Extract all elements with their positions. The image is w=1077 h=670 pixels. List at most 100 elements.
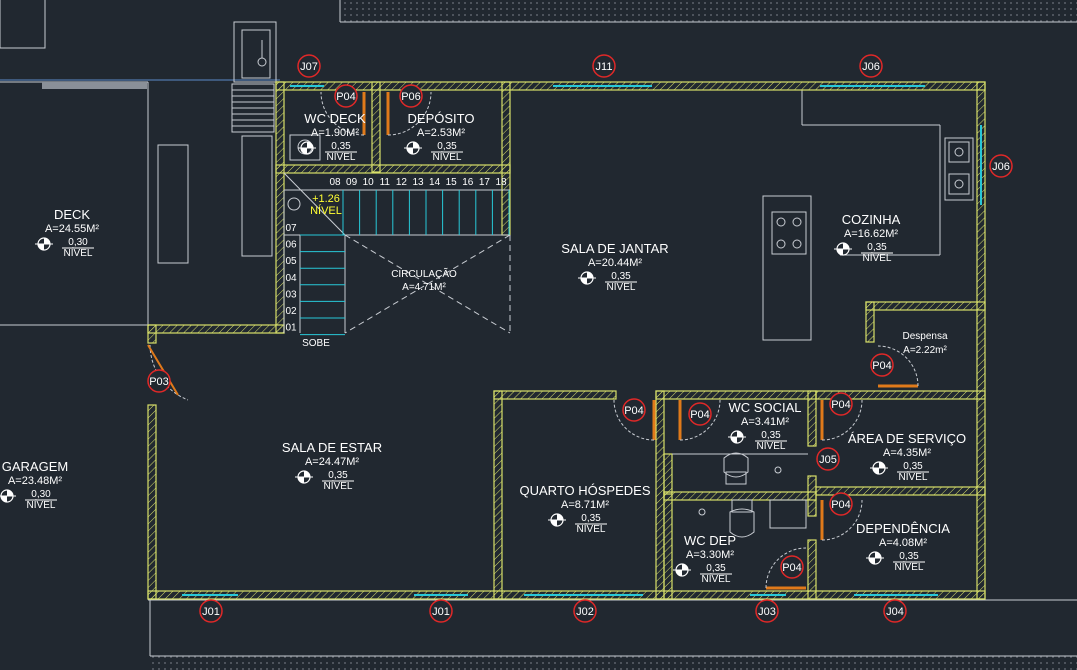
room-area: A=3.30M² bbox=[686, 549, 734, 561]
room-name: QUARTO HÓSPEDES bbox=[520, 483, 651, 498]
terrain-top bbox=[339, 0, 1077, 23]
step-number: 02 bbox=[285, 306, 297, 317]
room-level-label: NÍVEL bbox=[757, 439, 786, 452]
tag-p04: P04 bbox=[780, 555, 804, 579]
svg-text:J07: J07 bbox=[300, 61, 318, 73]
tag-j01: J01 bbox=[429, 599, 453, 623]
svg-text:P04: P04 bbox=[624, 405, 644, 417]
tag-p04: P04 bbox=[829, 392, 853, 416]
tag-j01: J01 bbox=[199, 599, 223, 623]
svg-text:P06: P06 bbox=[401, 91, 421, 103]
svg-text:P04: P04 bbox=[336, 91, 356, 103]
room-level-label: NÍVEL bbox=[27, 498, 56, 511]
room-area: A=2.53M² bbox=[417, 127, 465, 139]
room-area: A=24.55M² bbox=[45, 223, 99, 235]
tag-p04: P04 bbox=[334, 84, 358, 108]
tag-j06: J06 bbox=[989, 154, 1013, 178]
svg-text:J01: J01 bbox=[432, 606, 450, 618]
tag-p04: P04 bbox=[870, 353, 894, 377]
windows bbox=[182, 85, 982, 596]
room-level: 0,35 bbox=[611, 271, 631, 282]
stair-level-value: +1.26 bbox=[312, 193, 340, 205]
room-level: 0,35 bbox=[867, 242, 887, 253]
step-number: 14 bbox=[429, 177, 441, 188]
room-area: A=24.47M² bbox=[305, 456, 359, 468]
room-name: WC SOCIAL bbox=[729, 400, 802, 415]
tag-j05: J05 bbox=[816, 447, 840, 471]
room-name: DECK bbox=[54, 207, 90, 222]
tag-j02: J02 bbox=[573, 599, 597, 623]
room-area: A=8.71M² bbox=[561, 499, 609, 511]
fixtures bbox=[289, 134, 974, 538]
step-number: 11 bbox=[380, 177, 391, 188]
room-level: 0,30 bbox=[31, 489, 51, 500]
terrain-bottom bbox=[150, 655, 1077, 670]
tag-p04: P04 bbox=[829, 492, 853, 516]
room-level: 0,35 bbox=[761, 430, 781, 441]
step-number: 10 bbox=[363, 177, 375, 188]
room-level: 0,35 bbox=[328, 470, 348, 481]
room-level: 0,30 bbox=[68, 237, 88, 248]
svg-text:J02: J02 bbox=[576, 606, 594, 618]
tag-j06: J06 bbox=[859, 54, 883, 78]
room-level: 0,35 bbox=[437, 141, 457, 152]
svg-text:J06: J06 bbox=[862, 61, 880, 73]
step-number: 04 bbox=[285, 273, 297, 284]
room-name: WC DECK bbox=[304, 111, 366, 126]
room-level: 0,35 bbox=[331, 141, 351, 152]
tag-j04: J04 bbox=[883, 599, 907, 623]
svg-text:J04: J04 bbox=[886, 606, 904, 618]
room-level-label: NÍVEL bbox=[863, 251, 892, 264]
tag-p04: P04 bbox=[688, 402, 712, 426]
room-level-label: NÍVEL bbox=[64, 246, 93, 259]
site-lines bbox=[0, 0, 1077, 656]
step-number: 09 bbox=[346, 177, 358, 188]
room-level-label: NÍVEL bbox=[324, 479, 353, 492]
room-name: DEPÓSITO bbox=[408, 111, 475, 126]
svg-text:P04: P04 bbox=[831, 399, 851, 411]
svg-text:J05: J05 bbox=[819, 454, 837, 466]
room-name: DEPENDÊNCIA bbox=[856, 521, 950, 536]
stair-level-symbol bbox=[287, 197, 301, 211]
step-number: 05 bbox=[285, 256, 297, 267]
room-level-label: NÍVEL bbox=[577, 522, 606, 535]
room-name: SALA DE JANTAR bbox=[561, 241, 668, 256]
despensa-area: A=2.22m² bbox=[903, 345, 947, 356]
room-level-label: NÍVEL bbox=[607, 280, 636, 293]
svg-text:J06: J06 bbox=[992, 161, 1010, 173]
step-number: 13 bbox=[412, 177, 424, 188]
circulation-cross bbox=[344, 234, 511, 334]
tag-j03: J03 bbox=[755, 599, 779, 623]
tag-j07: J07 bbox=[297, 54, 321, 78]
step-number: 07 bbox=[285, 223, 297, 234]
deck-threshold bbox=[42, 82, 147, 89]
step-number: 01 bbox=[285, 323, 297, 334]
stair-level-label: NÍVEL bbox=[310, 204, 342, 217]
step-number: 03 bbox=[285, 289, 297, 300]
room-level-label: NÍVEL bbox=[702, 572, 731, 585]
room-area: A=20.44M² bbox=[588, 257, 642, 269]
svg-text:J11: J11 bbox=[596, 61, 613, 73]
room-level: 0,35 bbox=[899, 551, 919, 562]
step-number: 16 bbox=[462, 177, 474, 188]
room-level-label: NÍVEL bbox=[899, 470, 928, 483]
room-level: 0,35 bbox=[581, 513, 601, 524]
tag-p04: P04 bbox=[622, 398, 646, 422]
room-level-label: NÍVEL bbox=[327, 150, 356, 163]
room-area: A=1.90M² bbox=[311, 127, 359, 139]
room-name: ÁREA DE SERVIÇO bbox=[848, 431, 966, 446]
step-number: 08 bbox=[329, 177, 341, 188]
room-labels: DECKA=24.55M²0,30NÍVELGARAGEMA=23.48M²0,… bbox=[0, 111, 966, 585]
room-name: COZINHA bbox=[842, 212, 901, 227]
